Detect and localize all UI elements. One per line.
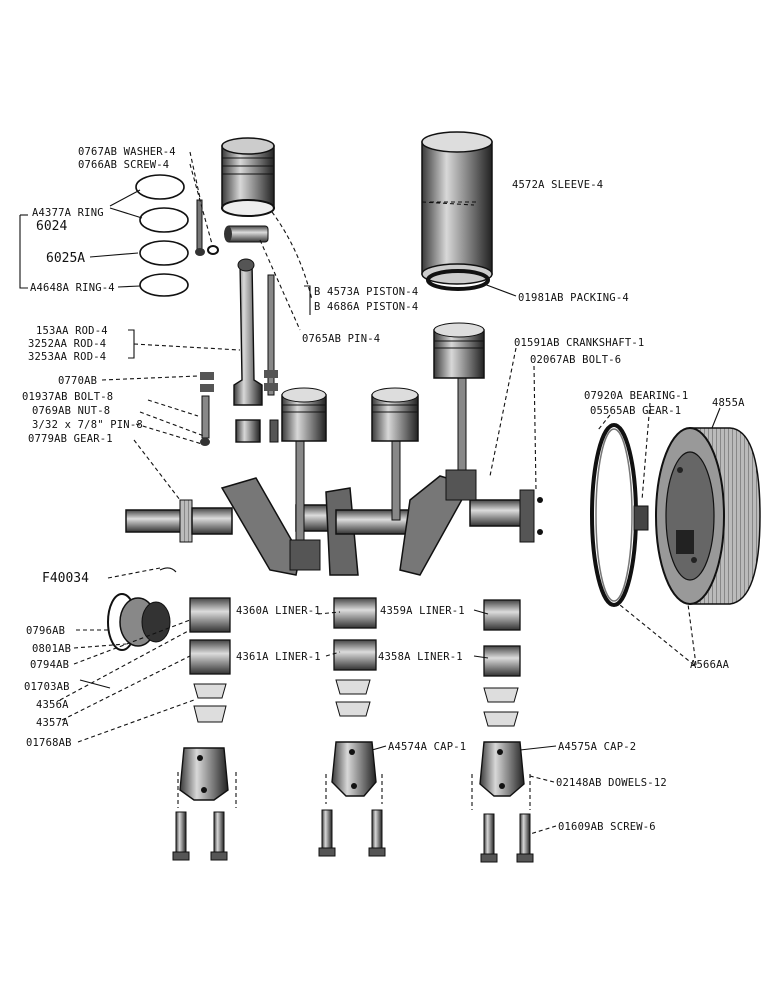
label-4356a: 4356A: [36, 699, 69, 711]
labels: 0767AB WASHER-4 0766AB SCREW-4 A4377A RI…: [22, 146, 745, 833]
label-rod3: 3253AA ROD-4: [28, 351, 106, 363]
label-bearing: 07920A BEARING-1: [584, 390, 688, 402]
label-bolt6: 02067AB BOLT-6: [530, 354, 621, 366]
label-screw6: 01609AB SCREW-6: [558, 821, 656, 833]
label-6025a: 6025A: [46, 251, 85, 266]
label-4855a: 4855A: [712, 397, 745, 409]
label-liner4360: 4360A LINER-1: [236, 605, 321, 617]
label-liner4361: 4361A LINER-1: [236, 651, 321, 663]
crank-flange: [519, 489, 535, 543]
bearing-caps: [179, 741, 525, 801]
label-ring: A4377A RING: [32, 207, 104, 219]
label-washer: 0767AB WASHER-4: [78, 146, 176, 158]
label-packing: 01981AB PACKING-4: [518, 292, 629, 304]
label-01768ab: 01768AB: [26, 737, 72, 749]
ring-1: [135, 174, 185, 200]
label-gear779: 0779AB GEAR-1: [28, 433, 113, 445]
screw-washer: [195, 199, 219, 256]
label-ring4: A4648A RING-4: [30, 282, 115, 294]
screw-head: [195, 248, 205, 256]
label-cap1: A4574A CAP-1: [388, 741, 466, 753]
label-f40034: F40034: [42, 571, 89, 586]
liner-4356a: [189, 597, 231, 633]
label-4566aa: A566AA: [690, 659, 730, 671]
screw: [196, 199, 203, 251]
label-dowels: 02148AB DOWELS-12: [556, 777, 667, 789]
ring-3: [139, 240, 189, 266]
label-crankshaft: 01591AB CRANKSHAFT-1: [514, 337, 644, 349]
liner-4358a: [483, 645, 521, 677]
piston-upper: [221, 137, 275, 217]
label-6024: 6024: [36, 219, 67, 234]
label-pin: 0765AB PIN-4: [302, 333, 380, 345]
leader-lines: [19, 151, 721, 835]
label-gear5565: 05565AB GEAR-1: [590, 405, 681, 417]
liner-4359a: [483, 599, 521, 631]
piston-rings: [135, 174, 189, 297]
ring-4: [139, 273, 189, 297]
label-rod1: 153AA ROD-4: [36, 325, 108, 337]
crankshaft: [125, 475, 543, 576]
cap-left: [179, 747, 229, 801]
dowels: [177, 772, 531, 810]
label-pin8: 3/32 x 7/8" PIN-8: [32, 419, 143, 431]
label-0796ab: 0796AB: [26, 625, 65, 637]
liner-4361a: [333, 639, 377, 671]
label-0770ab: 0770AB: [58, 375, 97, 387]
connecting-rod: [233, 258, 263, 443]
label-piston1: B 4573A PISTON-4: [314, 286, 418, 298]
label-bolt8: 01937AB BOLT-8: [22, 391, 113, 403]
label-01703ab: 01703AB: [24, 681, 70, 693]
label-rod2: 3252AA ROD-4: [28, 338, 106, 350]
washer: [207, 245, 219, 255]
liner-4357a: [189, 639, 231, 675]
cap-screws: [172, 809, 534, 863]
label-4357a: 4357A: [36, 717, 69, 729]
bearing: [633, 505, 649, 531]
piston-rod-2: [371, 387, 419, 521]
label-liner4358: 4358A LINER-1: [378, 651, 463, 663]
rod-bolts: [200, 274, 279, 446]
label-0801ab: 0801AB: [32, 643, 71, 655]
label-liner4359: 4359A LINER-1: [380, 605, 465, 617]
liners: [189, 597, 521, 677]
ring-gear: [590, 423, 638, 607]
flywheel: [655, 427, 761, 605]
crank-gear: [179, 499, 193, 543]
shims: [193, 679, 519, 727]
liner-4360a: [333, 597, 377, 629]
timing-gear: [107, 593, 171, 651]
f40034-part: [159, 567, 177, 573]
ring-2: [139, 207, 189, 233]
piston-rod-1: [281, 387, 327, 571]
label-screw: 0766AB SCREW-4: [78, 159, 169, 171]
rod-cap: [235, 419, 261, 443]
label-nut8: 0769AB NUT-8: [32, 405, 110, 417]
label-0794ab: 0794AB: [30, 659, 69, 671]
packing-ring: [426, 269, 490, 291]
label-piston2: B 4686A PISTON-4: [314, 301, 418, 313]
cap-right: [479, 741, 525, 797]
piston-pin: [224, 225, 269, 243]
label-cap2: A4575A CAP-2: [558, 741, 636, 753]
piston-rod-3: [433, 322, 485, 501]
cap-middle: [331, 741, 377, 797]
label-sleeve: 4572A SLEEVE-4: [512, 179, 603, 191]
cylinder-sleeve: [421, 131, 493, 291]
